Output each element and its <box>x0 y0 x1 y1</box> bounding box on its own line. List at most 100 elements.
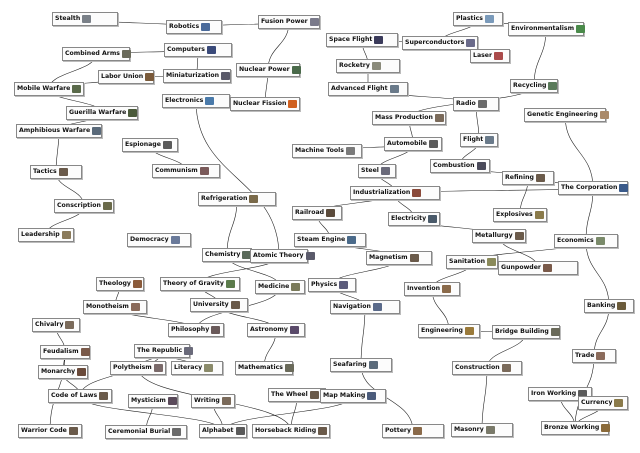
tech-node-monarchy[interactable]: Monarchy <box>38 365 88 379</box>
tech-node-map-making[interactable]: Map Making <box>320 389 386 403</box>
tech-node-robotics[interactable]: Robotics <box>166 20 222 34</box>
tech-node-chivalry[interactable]: Chivalry <box>32 318 80 332</box>
tech-node-code-of-laws[interactable]: Code of Laws <box>48 389 112 403</box>
democracy-icon <box>170 236 180 244</box>
tech-node-superconductors[interactable]: Superconductors <box>402 36 478 50</box>
tech-node-theory-of-gravity[interactable]: Theory of Gravity <box>160 277 240 291</box>
tech-node-mysticism[interactable]: Mysticism <box>128 394 178 408</box>
tech-node-economics[interactable]: Economics <box>554 234 618 248</box>
tech-node-bridge-building[interactable]: Bridge Building <box>492 325 560 339</box>
tech-node-environmentalism[interactable]: Environmentalism <box>508 22 586 36</box>
tech-node-masonry[interactable]: Masonry <box>451 423 513 437</box>
tech-node-stealth[interactable]: Stealth <box>52 12 118 26</box>
tech-node-atomic-theory[interactable]: Atomic Theory <box>250 249 315 263</box>
tech-node-engineering[interactable]: Engineering <box>418 324 480 338</box>
space-flight-icon <box>374 36 384 44</box>
tactics-icon <box>58 168 68 176</box>
tech-node-invention[interactable]: Invention <box>404 282 460 296</box>
tech-node-rocketry[interactable]: Rocketry <box>336 59 400 73</box>
tech-node-mobile-warfare[interactable]: Mobile Warfare <box>14 82 84 96</box>
tech-node-physics[interactable]: Physics <box>308 278 356 292</box>
tech-node-space-flight[interactable]: Space Flight <box>326 33 398 47</box>
tech-node-horseback-riding[interactable]: Horseback Riding <box>252 424 330 438</box>
tech-node-iron-working[interactable]: Iron Working <box>528 387 592 401</box>
tech-node-miniaturization[interactable]: Miniaturization <box>163 69 231 83</box>
tech-node-literacy[interactable]: Literacy <box>171 361 223 375</box>
tech-node-astronomy[interactable]: Astronomy <box>247 323 305 337</box>
tech-node-laser[interactable]: Laser <box>470 49 510 63</box>
tech-node-guerilla-warfare[interactable]: Guerilla Warfare <box>66 106 138 120</box>
tech-node-warrior-code[interactable]: Warrior Code <box>18 424 82 438</box>
tech-node-the-wheel[interactable]: The Wheel <box>268 388 326 402</box>
tech-node-industrialization[interactable]: Industrialization <box>350 186 440 200</box>
tech-node-polytheism[interactable]: Polytheism <box>110 361 166 375</box>
tech-node-mathematics[interactable]: Mathematics <box>235 361 294 375</box>
tech-node-banking[interactable]: Banking <box>584 299 634 313</box>
tech-node-alphabet[interactable]: Alphabet <box>199 424 247 438</box>
tech-node-combined-arms[interactable]: Combined Arms <box>62 47 131 61</box>
tech-node-steam-engine[interactable]: Steam Engine <box>294 233 366 247</box>
tech-node-electricity[interactable]: Electricity <box>388 212 440 226</box>
tech-node-label: Engineering <box>421 326 463 334</box>
tech-node-democracy[interactable]: Democracy <box>127 233 191 247</box>
tech-node-genetic-engineering[interactable]: Genetic Engineering <box>524 108 609 122</box>
tech-node-label: Bridge Building <box>495 327 549 335</box>
tech-node-railroad[interactable]: Railroad <box>292 206 342 220</box>
tech-node-nuclear-fission[interactable]: Nuclear Fission <box>230 97 300 111</box>
tech-node-sanitation[interactable]: Sanitation <box>446 255 498 269</box>
tech-node-magnetism[interactable]: Magnetism <box>366 251 432 265</box>
tech-node-electronics[interactable]: Electronics <box>162 94 230 108</box>
tech-node-radio[interactable]: Radio <box>453 97 499 111</box>
tech-node-metallurgy[interactable]: Metallurgy <box>472 229 526 243</box>
tech-node-combustion[interactable]: Combustion <box>430 159 490 173</box>
tech-node-navigation[interactable]: Navigation <box>330 300 400 314</box>
tech-node-pottery[interactable]: Pottery <box>382 424 444 438</box>
tech-node-leadership[interactable]: Leadership <box>18 228 74 242</box>
tech-node-computers[interactable]: Computers <box>164 43 232 57</box>
tech-node-the-corporation[interactable]: The Corporation <box>558 181 629 195</box>
tech-node-bronze-working[interactable]: Bronze Working <box>541 421 611 435</box>
edge-banking-to-economics <box>585 240 610 307</box>
tech-node-philosophy[interactable]: Philosophy <box>168 323 224 337</box>
tech-node-currency[interactable]: Currency <box>578 396 628 410</box>
tech-node-plastics[interactable]: Plastics <box>453 12 503 26</box>
tech-node-amphibious-warfare[interactable]: Amphibious Warfare <box>16 124 102 138</box>
tech-node-nuclear-power[interactable]: Nuclear Power <box>236 63 301 77</box>
tech-node-label: Mass Production <box>375 113 433 121</box>
tech-node-construction[interactable]: Construction <box>452 361 522 375</box>
tech-node-recycling[interactable]: Recycling <box>510 79 558 93</box>
tech-node-medicine[interactable]: Medicine <box>255 280 305 294</box>
tech-node-advanced-flight[interactable]: Advanced Flight <box>328 82 408 96</box>
tech-node-mass-production[interactable]: Mass Production <box>372 111 446 125</box>
tech-node-feudalism[interactable]: Feudalism <box>40 345 90 359</box>
tech-node-automobile[interactable]: Automobile <box>384 137 442 151</box>
tech-node-espionage[interactable]: Espionage <box>122 138 178 152</box>
tech-node-flight[interactable]: Flight <box>460 133 498 147</box>
tech-node-the-republic[interactable]: The Republic <box>134 344 194 358</box>
tech-node-ceremonial-burial[interactable]: Ceremonial Burial <box>105 425 187 439</box>
tech-node-chemistry[interactable]: Chemistry <box>202 248 252 262</box>
communism-icon <box>199 167 209 175</box>
tech-node-labor-union[interactable]: Labor Union <box>98 70 155 84</box>
tech-node-machine-tools[interactable]: Machine Tools <box>292 144 362 158</box>
tech-node-explosives[interactable]: Explosives <box>493 208 547 222</box>
tech-node-fusion-power[interactable]: Fusion Power <box>258 15 320 29</box>
tech-node-seafaring[interactable]: Seafaring <box>330 358 392 372</box>
tech-node-writing[interactable]: Writing <box>191 394 235 408</box>
tech-node-gunpowder[interactable]: Gunpowder <box>498 261 578 275</box>
tech-node-monotheism[interactable]: Monotheism <box>83 300 147 314</box>
tech-node-steel[interactable]: Steel <box>358 164 396 178</box>
tech-node-communism[interactable]: Communism <box>152 164 220 178</box>
tech-node-tactics[interactable]: Tactics <box>30 165 82 179</box>
tech-node-trade[interactable]: Trade <box>572 349 616 363</box>
tech-node-university[interactable]: University <box>190 298 248 312</box>
tech-node-refining[interactable]: Refining <box>502 171 554 185</box>
stealth-icon <box>82 15 92 23</box>
tech-node-theology[interactable]: Theology <box>96 277 144 291</box>
tech-node-conscription[interactable]: Conscription <box>54 199 114 213</box>
tech-node-label: Mobile Warfare <box>17 84 71 92</box>
tech-node-label: Explosives <box>496 210 533 218</box>
sanitation-icon <box>487 258 497 266</box>
polytheism-icon <box>153 364 163 372</box>
tech-node-refrigeration[interactable]: Refrigeration <box>198 192 276 206</box>
